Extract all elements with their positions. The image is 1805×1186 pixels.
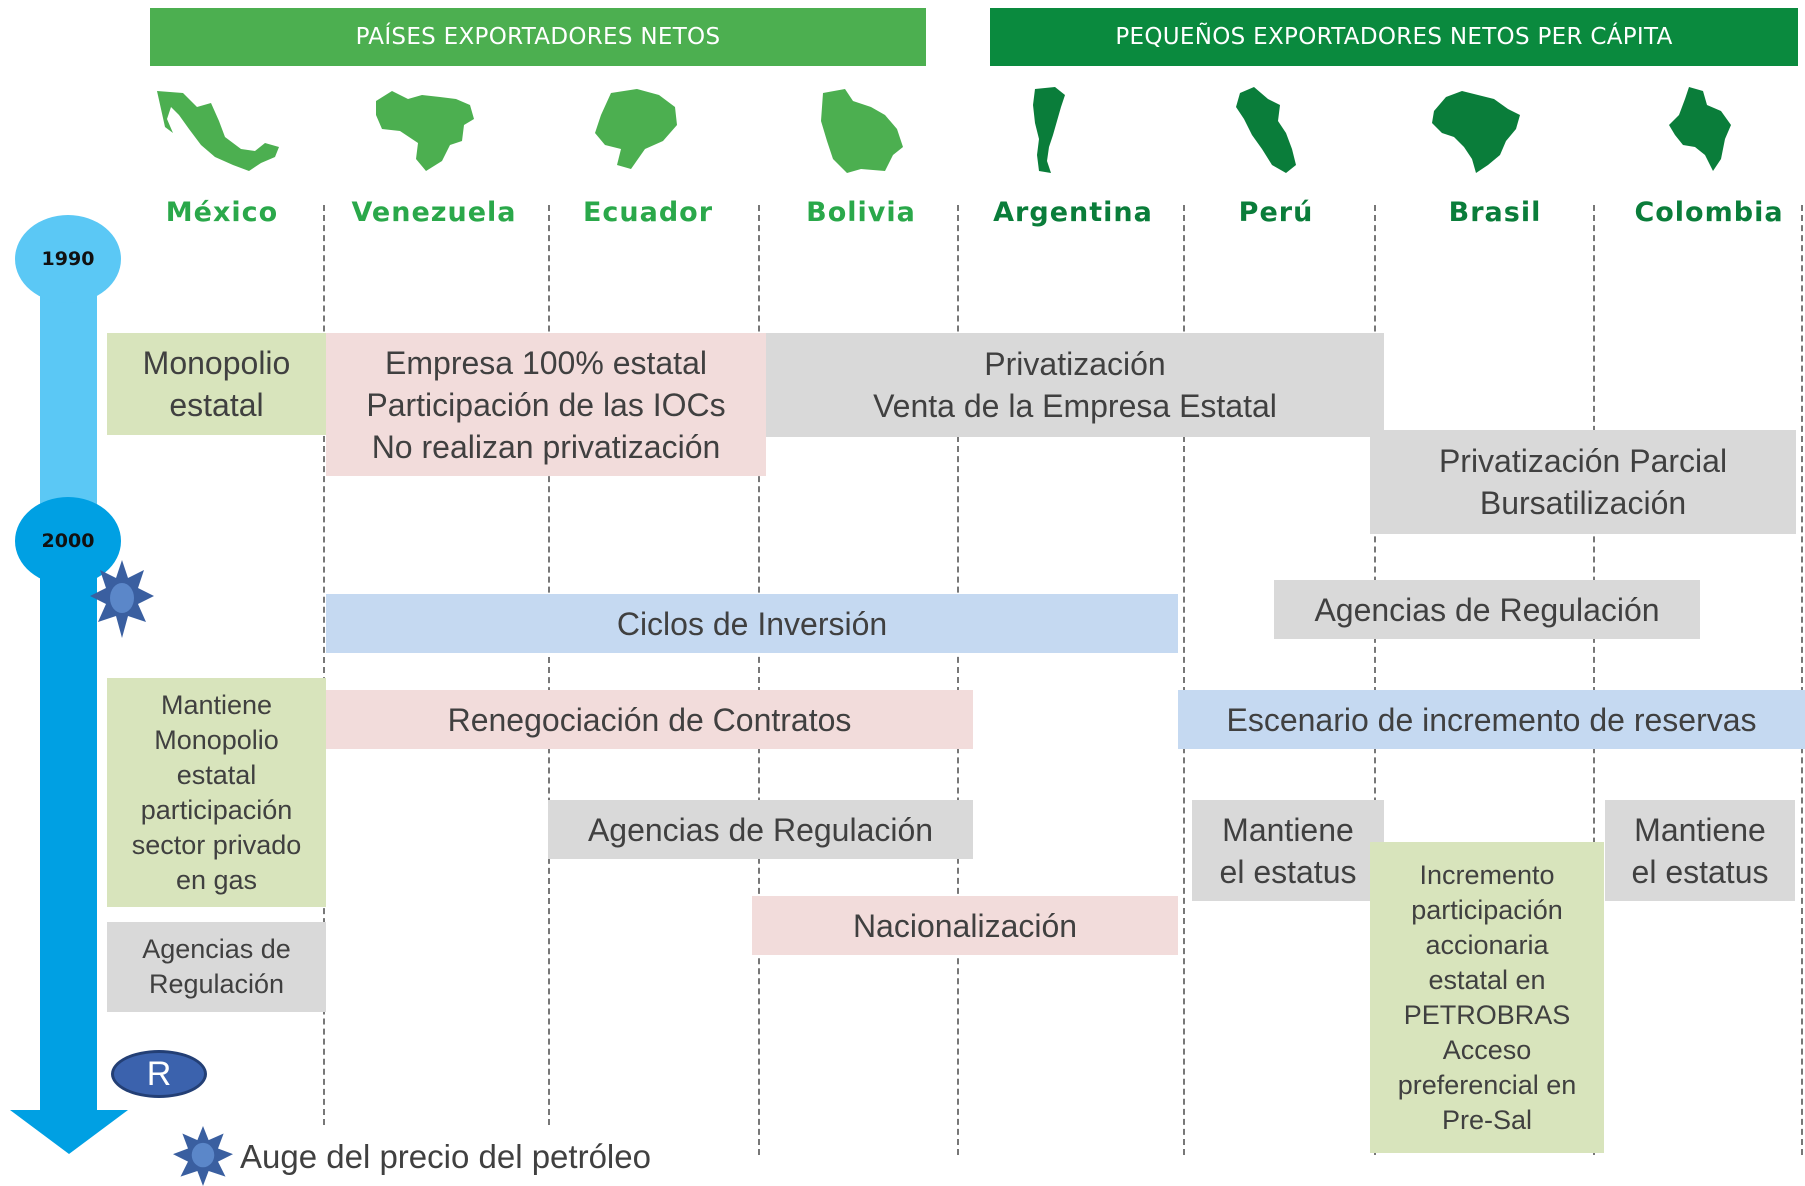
map-mexico-icon [157,91,279,171]
column-divider [1593,205,1595,1155]
country-argentina: Argentina [993,197,1153,228]
country-venezuela: Venezuela [351,197,517,228]
map-bolivia-icon [821,89,903,173]
country-mexico: México [165,197,279,228]
country-colombia: Colombia [1634,197,1784,228]
box-renegociacion: Renegociación de Contratos [326,690,973,749]
column-divider [758,205,760,1155]
box-agencias-regulacion-right: Agencias de Regulación [1274,580,1700,639]
country-brasil: Brasil [1448,197,1542,228]
column-divider [1183,205,1185,1155]
header-small-exporters: PEQUEÑOS EXPORTADORES NETOS PER CÁPITA [990,8,1798,66]
timeline-arrow-icon [10,1110,128,1154]
box-nacionalizacion: Nacionalización [752,896,1178,955]
country-ecuador: Ecuador [582,197,714,228]
country-bolivia: Bolivia [806,197,916,228]
map-ecuador-icon [595,89,677,169]
column-divider [1374,205,1376,1155]
header-net-exporters: PAÍSES EXPORTADORES NETOS [150,8,926,66]
star-icon [90,560,154,638]
legend-star-label: Auge del precio del petróleo [240,1138,651,1175]
year-2000-marker: 2000 [15,497,121,585]
timeline-bar-2000s [40,540,97,1112]
map-brasil-icon [1432,91,1520,173]
map-argentina-icon [1033,87,1065,173]
box-ciclos-inversion: Ciclos de Inversión [326,594,1178,653]
legend-star-icon [173,1126,233,1186]
map-colombia-icon [1669,87,1731,171]
column-divider [957,205,959,1155]
column-divider [1801,205,1803,1155]
r-marker-icon: R [111,1050,207,1098]
year-1990-marker: 1990 [15,215,121,303]
country-peru: Perú [1238,197,1314,228]
map-peru-icon [1236,87,1296,173]
map-venezuela-icon [376,91,474,171]
column-divider [323,205,325,1125]
box-escenario-reservas: Escenario de incremento de reservas [1178,690,1805,749]
box-agencias-regulacion-mid: Agencias de Regulación [548,800,973,859]
column-divider [548,205,550,1125]
